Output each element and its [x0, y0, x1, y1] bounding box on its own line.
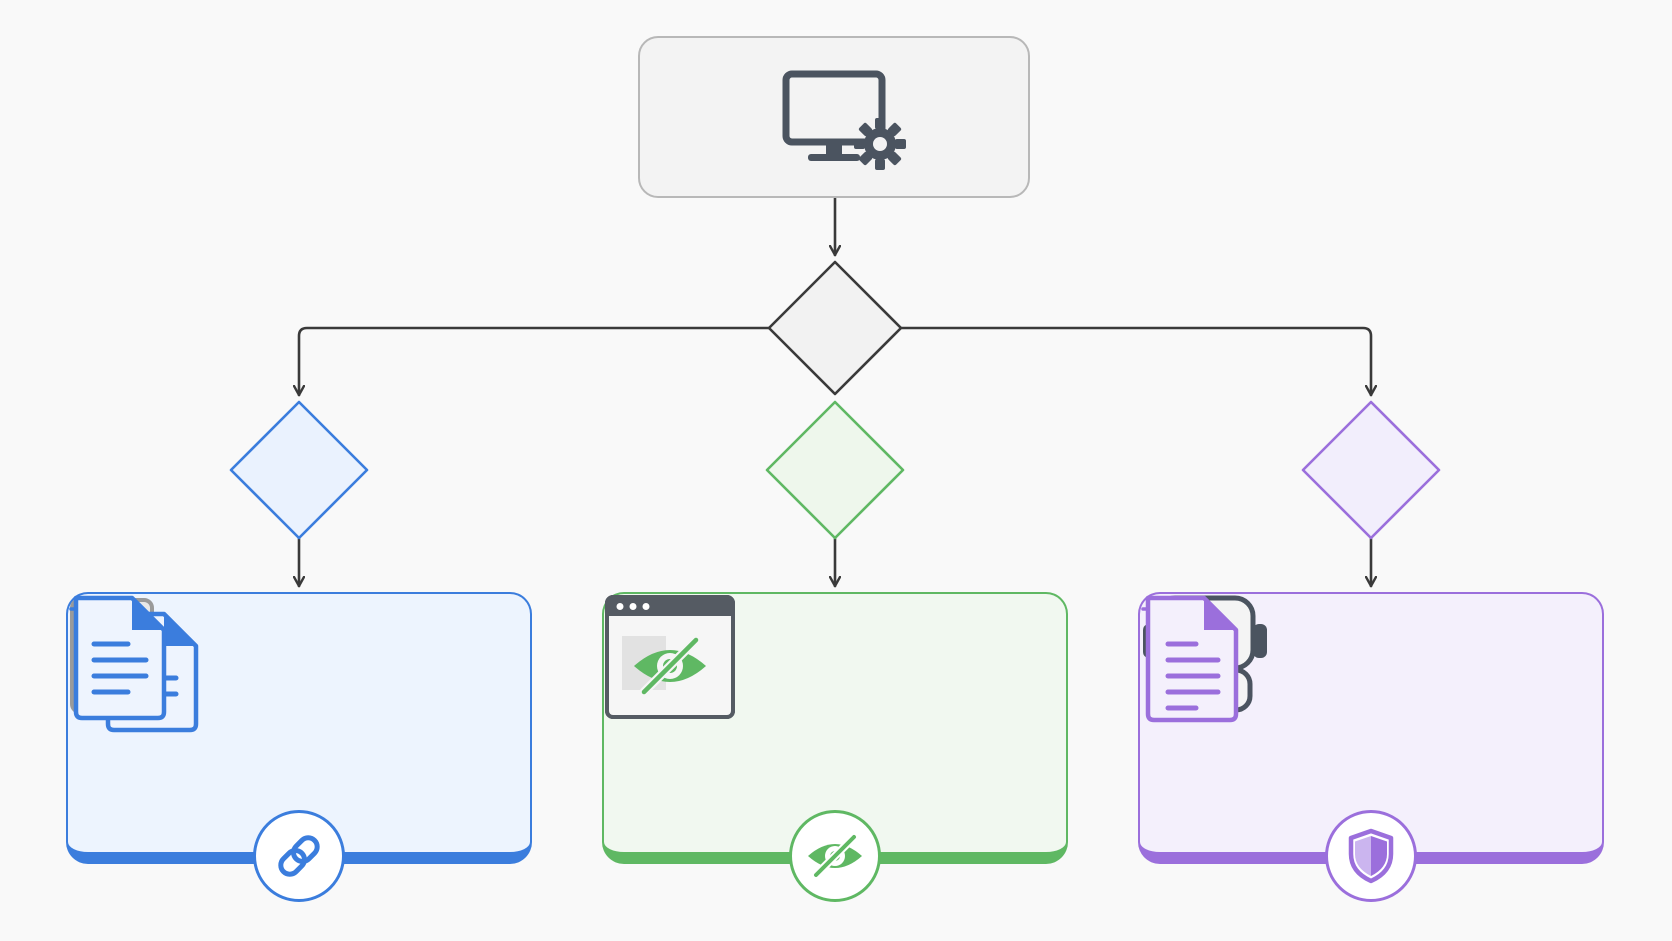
eye-off-icon [805, 831, 865, 881]
monitor-gear-icon [780, 68, 912, 178]
branch-diamond-green [765, 400, 905, 540]
root-box [638, 36, 1030, 198]
connector-decision-to-blue [299, 326, 771, 397]
connector-decision-to-purple [899, 326, 1371, 397]
badge-eye-off [789, 810, 881, 902]
badge-shield [1325, 810, 1417, 902]
branch-diamond-purple [1301, 400, 1441, 540]
branch-diamond-blue [229, 400, 369, 540]
link-icon [273, 830, 325, 882]
decision-diamond [767, 260, 903, 396]
badge-link [253, 810, 345, 902]
shield-icon [1347, 828, 1395, 884]
